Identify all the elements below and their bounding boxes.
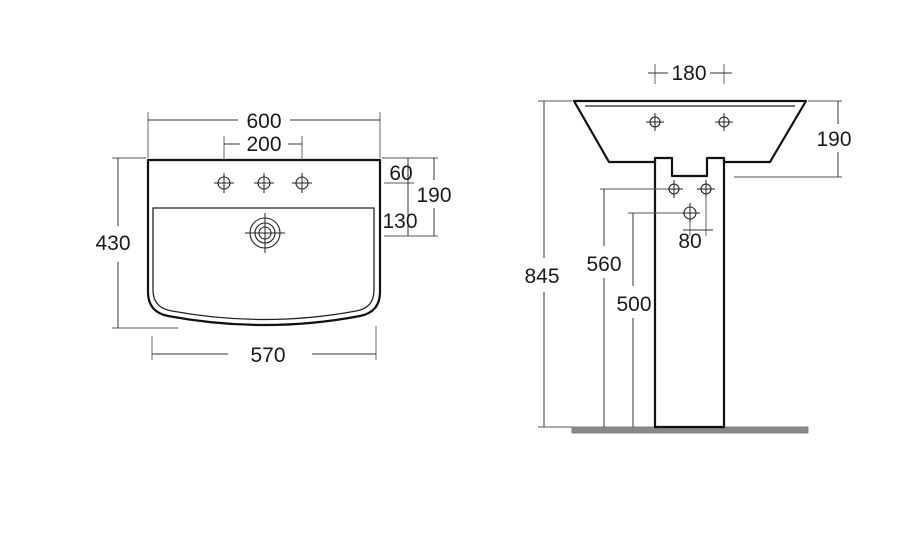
tap-hole-icon — [646, 113, 664, 131]
supply-hole-icon — [697, 180, 715, 198]
dim-inlet-height-500: 500 — [616, 293, 651, 316]
basin-top-outline — [146, 158, 382, 327]
dim-tap-spacing-180: 180 — [671, 62, 706, 85]
dim-bowl-offset-130: 130 — [382, 210, 417, 233]
basin-bowl-outline — [152, 207, 375, 321]
basin-side-outline — [572, 99, 808, 178]
top-view: 600 200 430 570 60 190 130 — [95, 110, 451, 367]
side-view: 180 190 845 560 500 80 — [524, 62, 852, 434]
tap-hole-icon — [292, 173, 312, 193]
pedestal-outline — [653, 160, 726, 429]
tap-hole-icon — [214, 173, 234, 193]
waste-hole-icon — [680, 203, 700, 223]
tap-hole-icon — [254, 173, 274, 193]
dim-rim-depth-190: 190 — [416, 184, 451, 207]
waste-outlet-icon — [245, 213, 285, 253]
dim-depth-430: 430 — [95, 232, 130, 255]
dim-front-width-570: 570 — [250, 344, 285, 367]
dim-waste-offset-80: 80 — [678, 230, 701, 253]
dim-waste-height-560: 560 — [586, 253, 621, 276]
dim-overall-height-845: 845 — [524, 265, 559, 288]
dim-basin-height-190: 190 — [816, 128, 851, 151]
dim-width-600: 600 — [246, 110, 281, 133]
dim-tap-spacing-200: 200 — [246, 133, 281, 156]
dim-tap-offset-60: 60 — [389, 162, 412, 185]
tap-hole-icon — [715, 113, 733, 131]
